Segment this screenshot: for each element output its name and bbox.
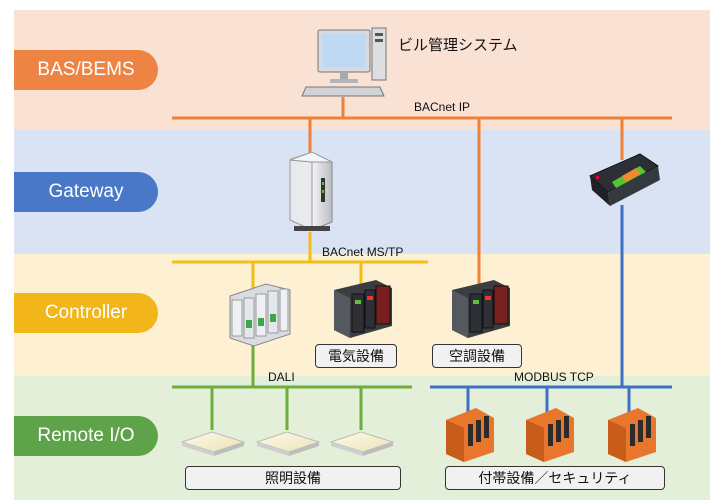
hvac-controller-icon — [452, 280, 510, 338]
light-panel-icon — [329, 431, 395, 456]
modbus-tcp-label: MODBUS TCP — [514, 370, 594, 384]
dali-label: DALI — [268, 370, 295, 384]
light-panel-icon — [255, 431, 321, 456]
gateway-layer-label: Gateway — [14, 172, 158, 212]
system-title: ビル管理システム — [398, 36, 518, 54]
pc-workstation-icon — [301, 27, 387, 97]
light-panel-icon — [180, 431, 246, 456]
electric-controller-icon — [334, 280, 392, 338]
lighting-controller-icon — [229, 283, 291, 347]
plc-gateway-icon — [589, 153, 660, 206]
remote-io-layer-label: Remote I/O — [14, 416, 158, 456]
io-module-icon — [446, 408, 494, 462]
controller-layer-label: Controller — [14, 293, 158, 333]
io-module-icon — [526, 408, 574, 462]
lighting-equipment-box: 照明設備 — [185, 466, 401, 490]
bacnet-ip-label: BACnet IP — [414, 100, 471, 114]
bas-bems-layer-label: BAS/BEMS — [14, 50, 158, 90]
electric-equipment-box: 電気設備 — [315, 344, 397, 368]
bacnet-mstp-label: BACnet MS/TP — [322, 245, 404, 259]
gateway-server-icon — [289, 151, 333, 231]
io-module-icon — [608, 408, 656, 462]
ancillary-security-box: 付帯設備／セキュリティ — [445, 466, 665, 490]
hvac-equipment-box: 空調設備 — [432, 344, 522, 368]
